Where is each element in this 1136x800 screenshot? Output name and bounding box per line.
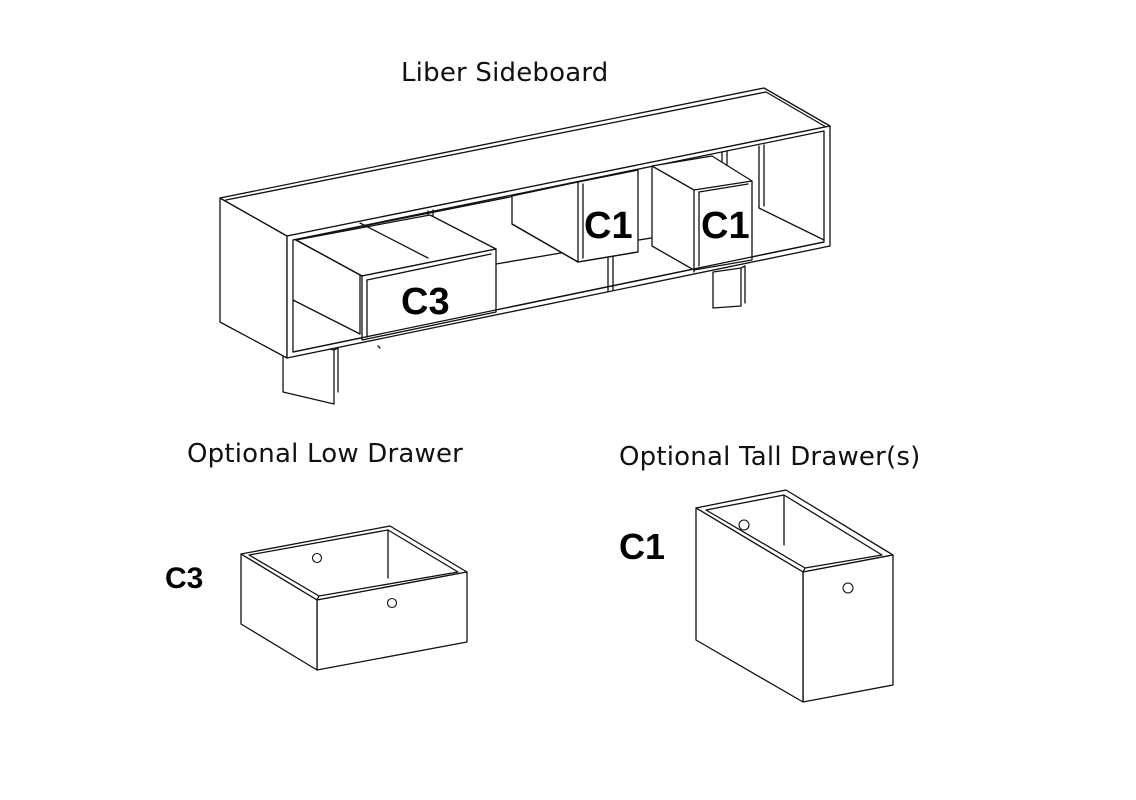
low-drawer-front-hole	[386, 597, 398, 609]
sideboard-drawing	[219, 87, 831, 405]
tall-drawer-back-hole	[738, 519, 750, 531]
tall-drawer-front-hole	[842, 582, 854, 594]
tall-drawer-side	[695, 507, 804, 703]
low-drawer-side	[240, 553, 318, 671]
low-drawer-code: C3	[165, 562, 204, 595]
tall-drawer-drawing	[695, 489, 894, 703]
tall-drawer-front	[802, 554, 894, 703]
low-drawer-drawing	[240, 525, 468, 671]
tall-drawer-title: Optional Tall Drawer(s)	[619, 442, 921, 472]
low-drawer-title: Optional Low Drawer	[187, 439, 464, 469]
sideboard-title: Liber Sideboard	[401, 58, 609, 88]
sideboard-right-leg	[712, 267, 742, 309]
low-drawer-back-hole	[311, 552, 323, 564]
sideboard-c1-label-1: C1	[584, 205, 633, 247]
sideboard-c3-label: C3	[401, 281, 450, 323]
tall-drawer-code: C1	[619, 526, 666, 567]
sideboard-c1-label-2: C1	[701, 205, 750, 247]
